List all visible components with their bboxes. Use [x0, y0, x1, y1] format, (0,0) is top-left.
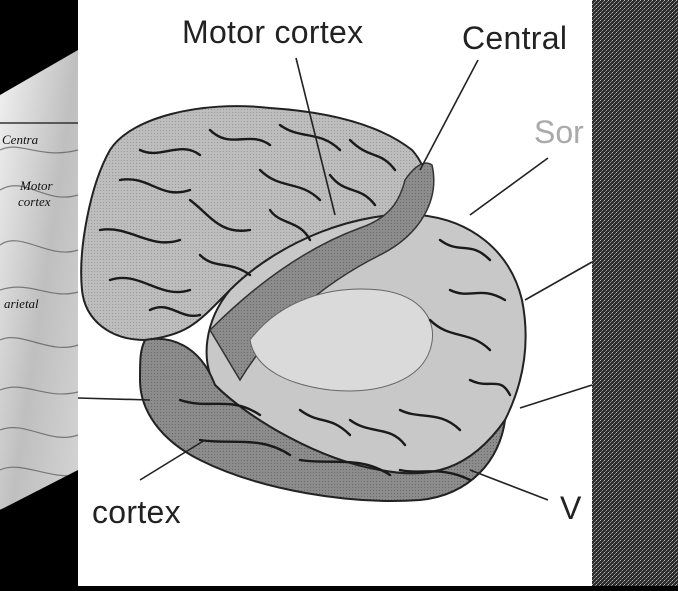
- label-central: Central: [462, 20, 568, 56]
- label-visual-partial: V: [560, 490, 582, 526]
- brain-illustration: [77, 57, 593, 502]
- photo-label-centra: Centra: [2, 132, 39, 147]
- inner-region: [249, 288, 434, 392]
- label-leader-lines: [77, 57, 593, 501]
- sulci: [98, 123, 512, 482]
- temporal-lobe: [138, 337, 506, 502]
- label-motor-cortex: Motor cortex: [182, 14, 364, 50]
- label-cortex: cortex: [92, 494, 181, 530]
- photo-label-cortex: cortex: [18, 194, 51, 209]
- photo-label-arietal: arietal: [4, 296, 39, 311]
- left-photo-panel: [0, 0, 79, 586]
- label-somatosensory-partial: Sor: [534, 114, 584, 150]
- right-noise-panel: [592, 0, 678, 586]
- photo-label-motor: Motor: [20, 178, 53, 193]
